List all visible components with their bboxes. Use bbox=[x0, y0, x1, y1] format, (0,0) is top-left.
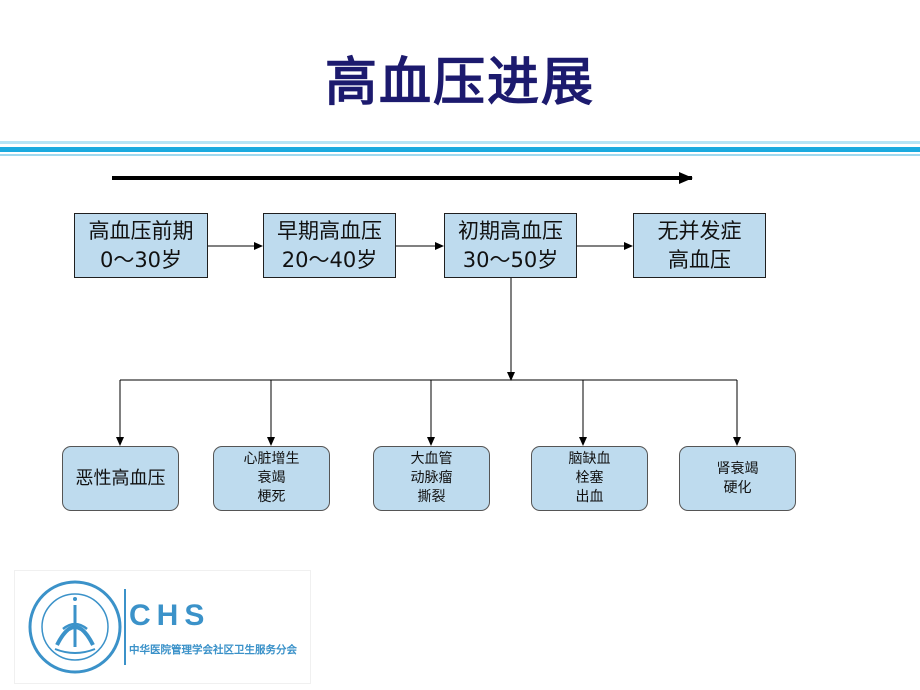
stage-label: 早期高血压 bbox=[277, 218, 382, 243]
complication-text: 出血 bbox=[575, 489, 604, 505]
chs-logo: CHS 中华医院管理学会社区卫生服务分会 bbox=[14, 570, 311, 684]
complication-text: 硬化 bbox=[723, 479, 752, 496]
stage-age: 0～30岁 bbox=[99, 247, 183, 272]
stage-label: 无并发症 bbox=[657, 218, 742, 243]
complication-text: 衰竭 bbox=[257, 470, 286, 486]
stage-box-prehypertension: 高血压前期 0～30岁 bbox=[74, 213, 208, 278]
logo-divider bbox=[124, 589, 126, 665]
header-divider-bottom bbox=[0, 154, 920, 156]
header-divider-main bbox=[0, 147, 920, 152]
page-title: 高血压进展 bbox=[324, 52, 595, 113]
chs-emblem-icon bbox=[28, 580, 122, 674]
complication-text: 大血管 bbox=[410, 451, 453, 467]
stage-age: 30～50岁 bbox=[462, 247, 559, 272]
complication-cardiac: 心脏增生 衰竭 梗死 bbox=[213, 446, 330, 511]
complication-text: 恶性高血压 bbox=[75, 468, 166, 489]
stage-label: 高血压前期 bbox=[88, 218, 194, 243]
stage-box-early: 早期高血压 20～40岁 bbox=[263, 213, 396, 278]
complication-renal: 肾衰竭 硬化 bbox=[679, 446, 796, 511]
stage-box-uncomplicated: 无并发症 高血压 bbox=[633, 213, 766, 278]
complication-malignant-hypertension: 恶性高血压 bbox=[62, 446, 179, 511]
complication-text: 心脏增生 bbox=[243, 451, 300, 467]
logo-abbreviation: CHS bbox=[129, 599, 211, 632]
complication-text: 梗死 bbox=[257, 489, 286, 505]
stage-label-2: 高血压 bbox=[668, 247, 731, 272]
stage-age: 20～40岁 bbox=[281, 247, 378, 272]
complication-vascular: 大血管 动脉瘤 撕裂 bbox=[373, 446, 490, 511]
stage-box-initial: 初期高血压 30～50岁 bbox=[444, 213, 577, 278]
logo-organization-name: 中华医院管理学会社区卫生服务分会 bbox=[129, 644, 297, 656]
header-divider-top bbox=[0, 141, 920, 144]
stage-label: 初期高血压 bbox=[458, 218, 563, 243]
complication-text: 栓塞 bbox=[575, 470, 604, 486]
complication-text: 肾衰竭 bbox=[716, 460, 759, 477]
complication-text: 撕裂 bbox=[417, 489, 446, 505]
complication-cerebral: 脑缺血 栓塞 出血 bbox=[531, 446, 648, 511]
complication-text: 动脉瘤 bbox=[410, 470, 453, 486]
complication-text: 脑缺血 bbox=[568, 451, 611, 467]
